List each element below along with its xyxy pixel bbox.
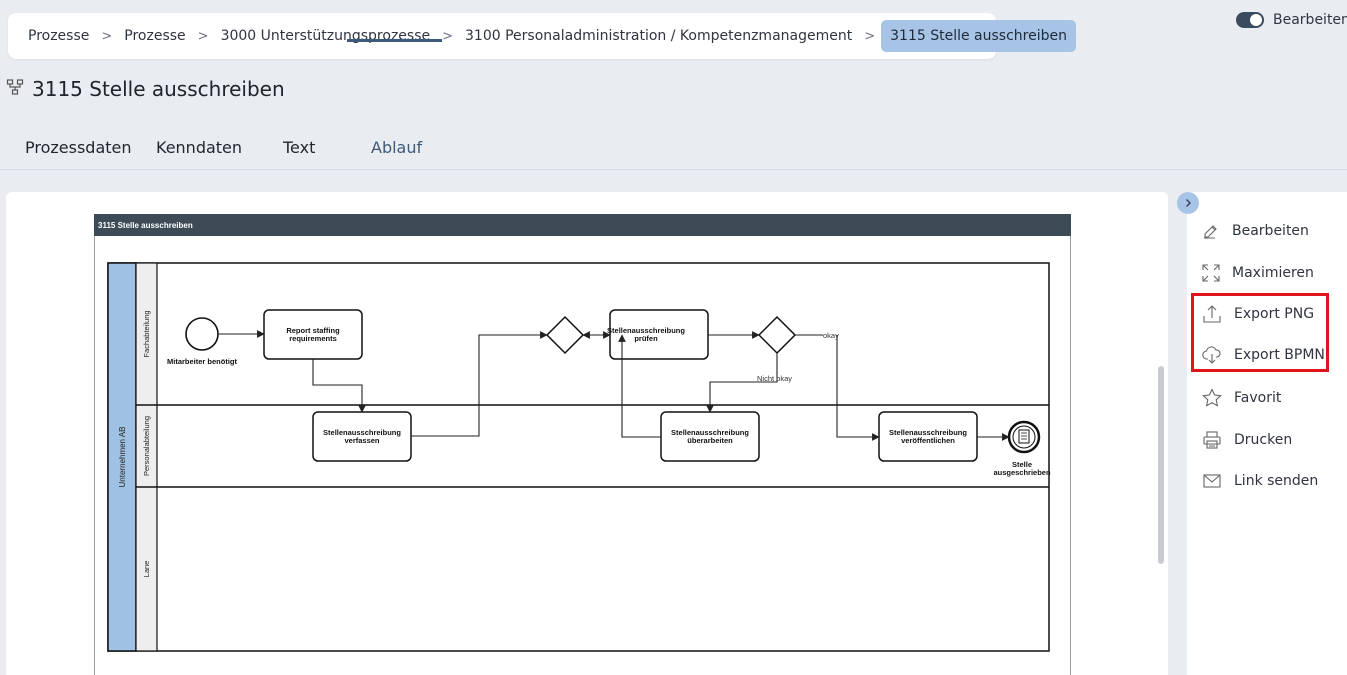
task-stellenausschreibung-veroeffentlichen[interactable]: Stellenausschreibung veröffentlichen [878,411,978,462]
breadcrumb-current[interactable]: 3115 Stelle ausschreiben [881,20,1076,52]
edit-toggle-label: Bearbeiten [1273,12,1347,28]
pool-label: Unternehmen AB [118,427,127,488]
chevron-right-icon: > [864,28,876,44]
end-event-label: ausgeschrieben [993,468,1051,477]
task-label: Stellenausschreibung [889,428,967,437]
task-label: verfassen [344,436,379,445]
breadcrumb-item-prozesse-2[interactable]: Prozesse [124,28,186,44]
send-link-button[interactable]: Link senden [1202,469,1318,493]
toggle-knob [1250,14,1262,26]
lane-header-column [135,262,158,652]
bpmn-diagram[interactable]: 3115 Stelle ausschreiben Unternehmen AB … [94,214,1072,675]
toggle-switch[interactable] [1236,12,1264,28]
task-report-staffing[interactable]: Report staffing requirements [263,309,363,360]
page-header: 3115 Stelle ausschreiben [6,77,285,101]
upload-icon [1203,305,1221,323]
end-event-label: Stelle [1012,460,1032,469]
export-png-label: Export PNG [1234,306,1315,322]
diagram-header-title: 3115 Stelle ausschreiben [98,221,193,230]
end-event[interactable] [1007,420,1041,454]
vertical-scrollbar[interactable] [1158,366,1164,564]
breadcrumb: Prozesse > Prozesse > 3000 Unterstützung… [8,13,1076,59]
start-event-label: Mitarbeiter benötigt [167,357,238,366]
task-label: Stellenausschreibung [671,428,749,437]
breadcrumb-item-prozesse-1[interactable]: Prozesse [28,28,90,44]
export-highlight-box [1191,293,1329,372]
breadcrumb-item-3100[interactable]: 3100 Personaladministration / Kompetenzm… [465,28,853,44]
chevron-right-icon [1186,199,1191,207]
sequence-flows [218,330,1010,441]
flow-label-okay: okay [823,331,839,340]
maximize-button[interactable]: Maximieren [1202,261,1314,285]
collapse-panel-button[interactable] [1177,192,1199,214]
print-label: Drucken [1234,432,1293,448]
task-stellenausschreibung-ueberarbeiten[interactable]: Stellenausschreibung überarbeiten [660,411,760,462]
process-diagram-icon [6,78,24,100]
tab-ablauf[interactable]: Ablauf [371,138,423,157]
export-png-button[interactable]: Export PNG [1202,302,1314,326]
mail-icon [1203,474,1221,488]
chevron-right-icon: > [197,28,209,44]
task-label: Stellenausschreibung [607,326,685,335]
diagram-frame [94,236,1071,675]
task-label: Report staffing [286,326,340,335]
edit-label: Bearbeiten [1232,223,1309,239]
lane-label-fachabteilung: Fachabteilung [142,310,151,357]
task-label: Stellenausschreibung [323,428,401,437]
printer-icon [1203,431,1221,449]
edit-icon [1204,225,1217,239]
actions-panel [1187,192,1347,675]
export-bpmn-button[interactable]: Export BPMN [1202,343,1325,367]
favorite-button[interactable]: Favorit [1202,386,1281,410]
task-label: requirements [289,334,337,343]
edit-toggle[interactable]: Bearbeiten [1236,12,1347,28]
maximize-icon [1202,264,1220,282]
tab-prozessdaten[interactable]: Prozessdaten [25,138,132,157]
task-stellenausschreibung-verfassen[interactable]: Stellenausschreibung verfassen [312,411,412,462]
tabs-divider [0,169,1347,170]
gateway-merge[interactable] [545,315,585,355]
flow-label-nicht-okay: Nicht okay [757,374,792,383]
edit-button[interactable]: Bearbeiten [1202,219,1309,243]
tab-text[interactable]: Text [283,138,316,157]
star-icon [1202,388,1222,407]
favorite-label: Favorit [1234,390,1282,406]
tab-kenndaten[interactable]: Kenndaten [156,138,243,157]
task-label: überarbeiten [687,436,733,445]
chevron-right-icon: > [101,28,113,44]
diagram-header-bar [94,214,1071,236]
export-bpmn-label: Export BPMN [1234,347,1325,363]
active-tab-indicator [347,39,442,42]
chevron-right-icon: > [442,28,454,44]
start-event[interactable] [185,317,219,351]
send-link-label: Link senden [1234,473,1319,489]
lane-label-personalabteilung: Personalabteilung [142,416,151,476]
task-stellenausschreibung-pruefen[interactable]: Stellenausschreibung prüfen [607,309,709,360]
maximize-label: Maximieren [1232,265,1314,281]
task-label: veröffentlichen [901,436,955,445]
lane-label-lane: Lane [142,561,151,578]
task-label: prüfen [634,334,658,343]
cloud-download-icon [1202,346,1221,364]
print-button[interactable]: Drucken [1202,428,1292,452]
page-title: 3115 Stelle ausschreiben [32,77,285,101]
